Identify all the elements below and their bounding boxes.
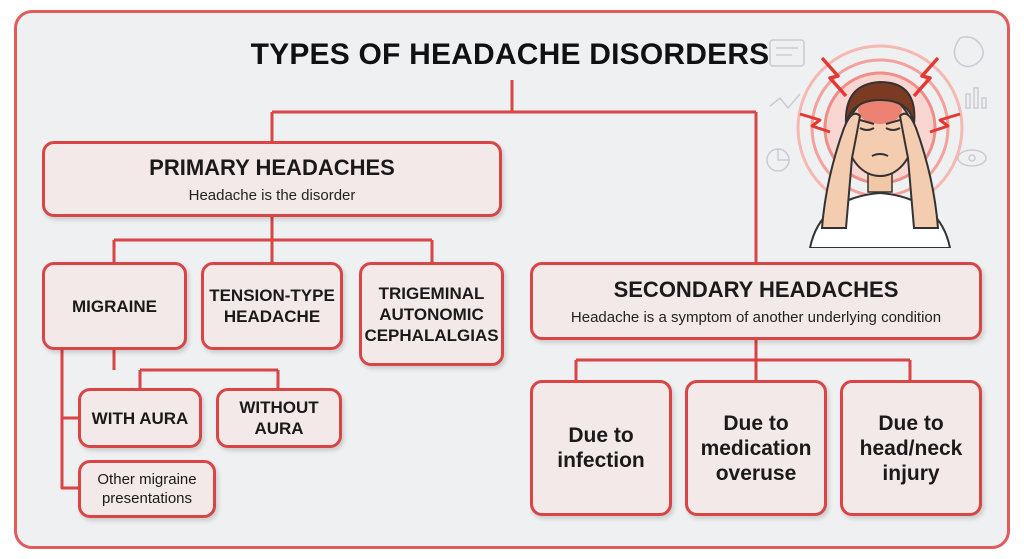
trigeminal-box: TRIGEMINAL AUTONOMIC CEPHALALGIAS (359, 262, 504, 366)
medication-overuse-label: Due to medication overuse (700, 411, 812, 485)
tension-type-box: TENSION-TYPE HEADACHE (201, 262, 343, 350)
other-migraine-box: Other migraine presentations (78, 460, 216, 518)
other-migraine-label: Other migraine presentations (97, 471, 197, 507)
without-aura-label: WITHOUT AURA (239, 398, 319, 438)
migraine-label: MIGRAINE (72, 296, 157, 316)
connector-migraine-side (60, 350, 78, 490)
migraine-box: MIGRAINE (42, 262, 187, 350)
with-aura-label: WITH AURA (91, 408, 189, 428)
without-aura-box: WITHOUT AURA (216, 388, 342, 448)
headache-person-icon (766, 36, 987, 248)
tension-type-label: TENSION-TYPE HEADACHE (209, 286, 335, 326)
infection-label: Due to infection (557, 424, 645, 472)
head-neck-injury-box: Due to head/neck injury (840, 380, 982, 516)
diagram-title: TYPES OF HEADACHE DISORDERS (250, 38, 770, 71)
primary-headaches-heading: PRIMARY HEADACHES (149, 154, 395, 180)
with-aura-box: WITH AURA (78, 388, 202, 448)
trigeminal-label: TRIGEMINAL AUTONOMIC CEPHALALGIAS (364, 283, 499, 345)
infection-box: Due to infection (530, 380, 672, 516)
head-neck-injury-label: Due to head/neck injury (859, 411, 963, 485)
secondary-headaches-heading: SECONDARY HEADACHES (613, 276, 899, 302)
secondary-headaches-box: SECONDARY HEADACHES Headache is a sympto… (530, 262, 982, 340)
primary-headaches-subtitle: Headache is the disorder (188, 186, 356, 204)
medication-overuse-box: Due to medication overuse (685, 380, 827, 516)
secondary-headaches-subtitle: Headache is a symptom of another underly… (570, 308, 942, 326)
primary-headaches-box: PRIMARY HEADACHES Headache is the disord… (42, 141, 502, 217)
